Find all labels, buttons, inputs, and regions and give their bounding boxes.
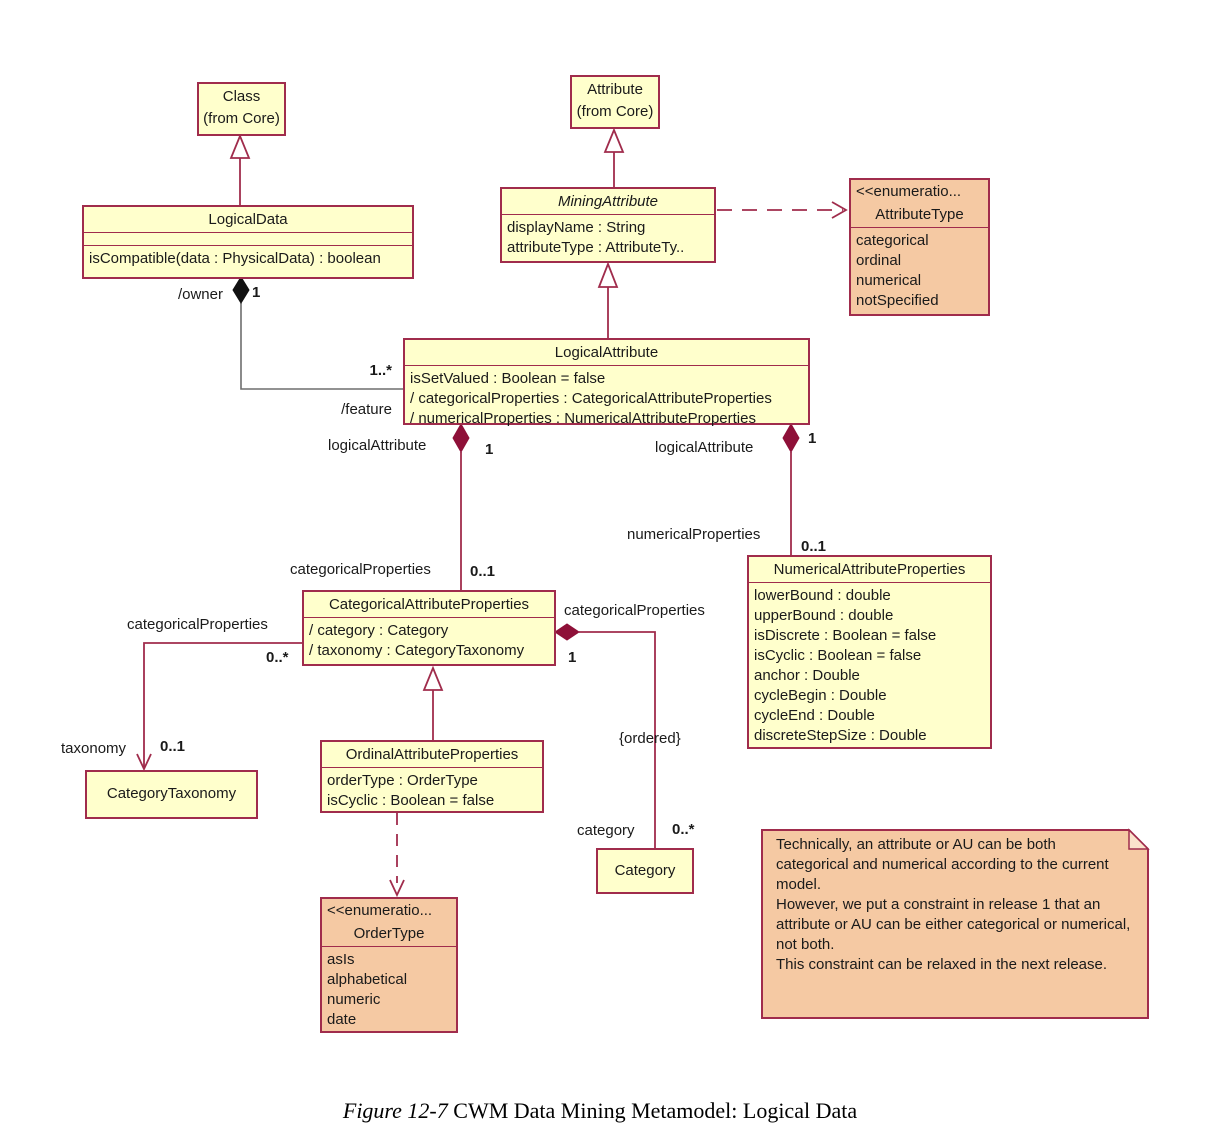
role-label-numericalproperties: numericalProperties [627,526,761,543]
attributes-compartment: / category : Category / taxonomy : Categ… [304,617,554,663]
class-box-category-taxonomy[interactable]: CategoryTaxonomy [85,770,258,819]
figure-title: CWM Data Mining Metamodel: Logical Data [447,1098,858,1123]
class-title: Class [222,88,261,105]
stereotype-label: <<enumeratio... [856,183,962,200]
role-label-logicalattribute-right: logicalAttribute [655,439,754,456]
enum-title: OrderType [353,925,425,942]
class-title: LogicalAttribute [554,344,659,361]
enum-value: asIs [327,951,355,968]
multiplicity-owner: 1 [252,284,261,301]
attributes-compartment: orderType : OrderType isCyclic : Boolean… [322,767,542,813]
attribute-line: isCyclic : Boolean = false [327,792,495,809]
attribute-line: orderType : OrderType [327,772,478,789]
multiplicity-logicalattribute-left: 1 [485,441,494,458]
dependency-ordinal-ordertype [389,813,405,898]
role-label-feature: /feature [341,401,392,418]
attributes-compartment: displayName : String attributeType : Att… [502,214,714,260]
role-label-owner: /owner [177,286,223,303]
attributes-compartment: isSetValued : Boolean = false / categori… [405,365,808,431]
generalization-ordinal-categoricalproperties [422,665,444,740]
class-title: CategoryTaxonomy [106,785,237,802]
class-box-class-core[interactable]: Class (from Core) [197,82,286,136]
attribute-line: displayName : String [507,219,646,236]
operations-compartment: isCompatible(data : PhysicalData) : bool… [84,245,412,271]
multiplicity-categoricalproperties-left: 0..* [266,649,289,666]
class-box-attribute-core[interactable]: Attribute (from Core) [570,75,660,129]
figure-number: Figure 12-7 [342,1098,448,1123]
generalization-miningattribute-attribute [603,127,625,187]
class-title: NumericalAttributeProperties [773,561,966,578]
class-box-logical-data[interactable]: LogicalData isCompatible(data : Physical… [82,205,414,279]
attribute-line: / category : Category [309,622,449,639]
class-title: Attribute [587,81,643,98]
note-annotation: Technically, an attribute or AU can be b… [776,835,1132,975]
multiplicity-taxonomy: 0..1 [160,738,186,755]
attribute-line: attributeType : AttributeTy.. [507,239,685,256]
attribute-line: lowerBound : double [754,587,891,604]
class-title: Category [614,862,676,879]
multiplicity-feature: 1..* [369,362,392,379]
note-paragraph: Technically, an attribute or AU can be b… [776,836,1109,893]
attribute-line: isCyclic : Boolean = false [754,647,922,664]
enum-value: numerical [856,272,922,289]
enum-title: AttributeType [875,206,964,223]
enum-box-attribute-type[interactable]: <<enumeratio... AttributeType categorica… [849,178,990,316]
attribute-line: cycleEnd : Double [754,707,875,724]
class-title: MiningAttribute [557,193,659,210]
class-box-ordinal-attribute-properties[interactable]: OrdinalAttributeProperties orderType : O… [320,740,544,813]
class-box-categorical-attribute-properties[interactable]: CategoricalAttributeProperties / categor… [302,590,556,666]
attributes-compartment-empty [84,232,412,245]
enum-value: numeric [327,991,381,1008]
class-title: CategoricalAttributeProperties [328,596,530,613]
generalization-logicaldata-class [229,133,251,205]
class-box-logical-attribute[interactable]: LogicalAttribute isSetValued : Boolean =… [403,338,810,427]
note-paragraph: However, we put a constraint in release … [776,896,1131,953]
note-paragraph: This constraint can be relaxed in the ne… [776,956,1108,973]
attribute-line: anchor : Double [754,667,860,684]
class-package: (from Core) [576,103,654,120]
composition-logicalattribute-categoricalproperties [452,422,470,590]
enum-value: ordinal [856,252,902,269]
role-label-categoricalproperties-right: categoricalProperties [564,602,705,619]
attribute-line: isSetValued : Boolean = false [410,370,606,387]
constraint-label-ordered: {ordered} [619,730,681,747]
role-label-categoricalproperties-left: categoricalProperties [127,616,268,633]
attribute-line: / categoricalProperties : CategoricalAtt… [410,390,772,407]
attribute-line: / numericalProperties : NumericalAttribu… [410,410,756,427]
attribute-line: isDiscrete : Boolean = false [754,627,937,644]
attributes-compartment: lowerBound : double upperBound : double … [749,582,990,748]
class-package: (from Core) [203,110,280,127]
attribute-line: discreteStepSize : Double [754,727,927,744]
attribute-line: cycleBegin : Double [754,687,887,704]
enum-box-order-type[interactable]: <<enumeratio... OrderType asIs alphabeti… [320,897,458,1033]
enum-value: alphabetical [327,971,408,988]
multiplicity-logicalattribute-right: 1 [808,430,817,447]
class-title: OrdinalAttributeProperties [345,746,519,763]
class-box-numerical-attribute-properties[interactable]: NumericalAttributeProperties lowerBound … [747,555,992,749]
enum-values-compartment: asIs alphabetical numeric date [322,946,456,1032]
class-title: LogicalData [208,211,288,228]
stereotype-label: <<enumeratio... [327,902,433,919]
role-label-category: category [577,822,635,839]
operation-line: isCompatible(data : PhysicalData) : bool… [89,250,381,267]
attribute-line: upperBound : double [754,607,894,624]
enum-value: categorical [856,232,929,249]
generalization-logicalattribute-miningattribute [597,261,619,338]
role-label-categoricalproperties-top: categoricalProperties [290,561,431,578]
role-label-taxonomy: taxonomy [61,740,127,757]
multiplicity-numericalproperties: 0..1 [801,538,827,555]
enum-value: date [327,1011,357,1028]
role-label-logicalattribute-left: logicalAttribute [328,437,427,454]
multiplicity-categoricalproperties-right: 1 [568,649,577,666]
multiplicity-category: 0..* [672,821,695,838]
attribute-line: / taxonomy : CategoryTaxonomy [309,642,525,659]
enum-values-compartment: categorical ordinal numerical notSpecifi… [851,227,988,313]
figure-caption: Figure 12-7 CWM Data Mining Metamodel: L… [150,1098,1050,1124]
dependency-miningattribute-attributetype [717,201,848,219]
class-box-category[interactable]: Category [596,848,694,894]
multiplicity-categoricalproperties-top: 0..1 [470,563,496,580]
composition-logicalattribute-numericalproperties [782,422,800,555]
class-box-mining-attribute[interactable]: MiningAttribute displayName : String att… [500,187,716,263]
enum-value: notSpecified [856,292,939,309]
